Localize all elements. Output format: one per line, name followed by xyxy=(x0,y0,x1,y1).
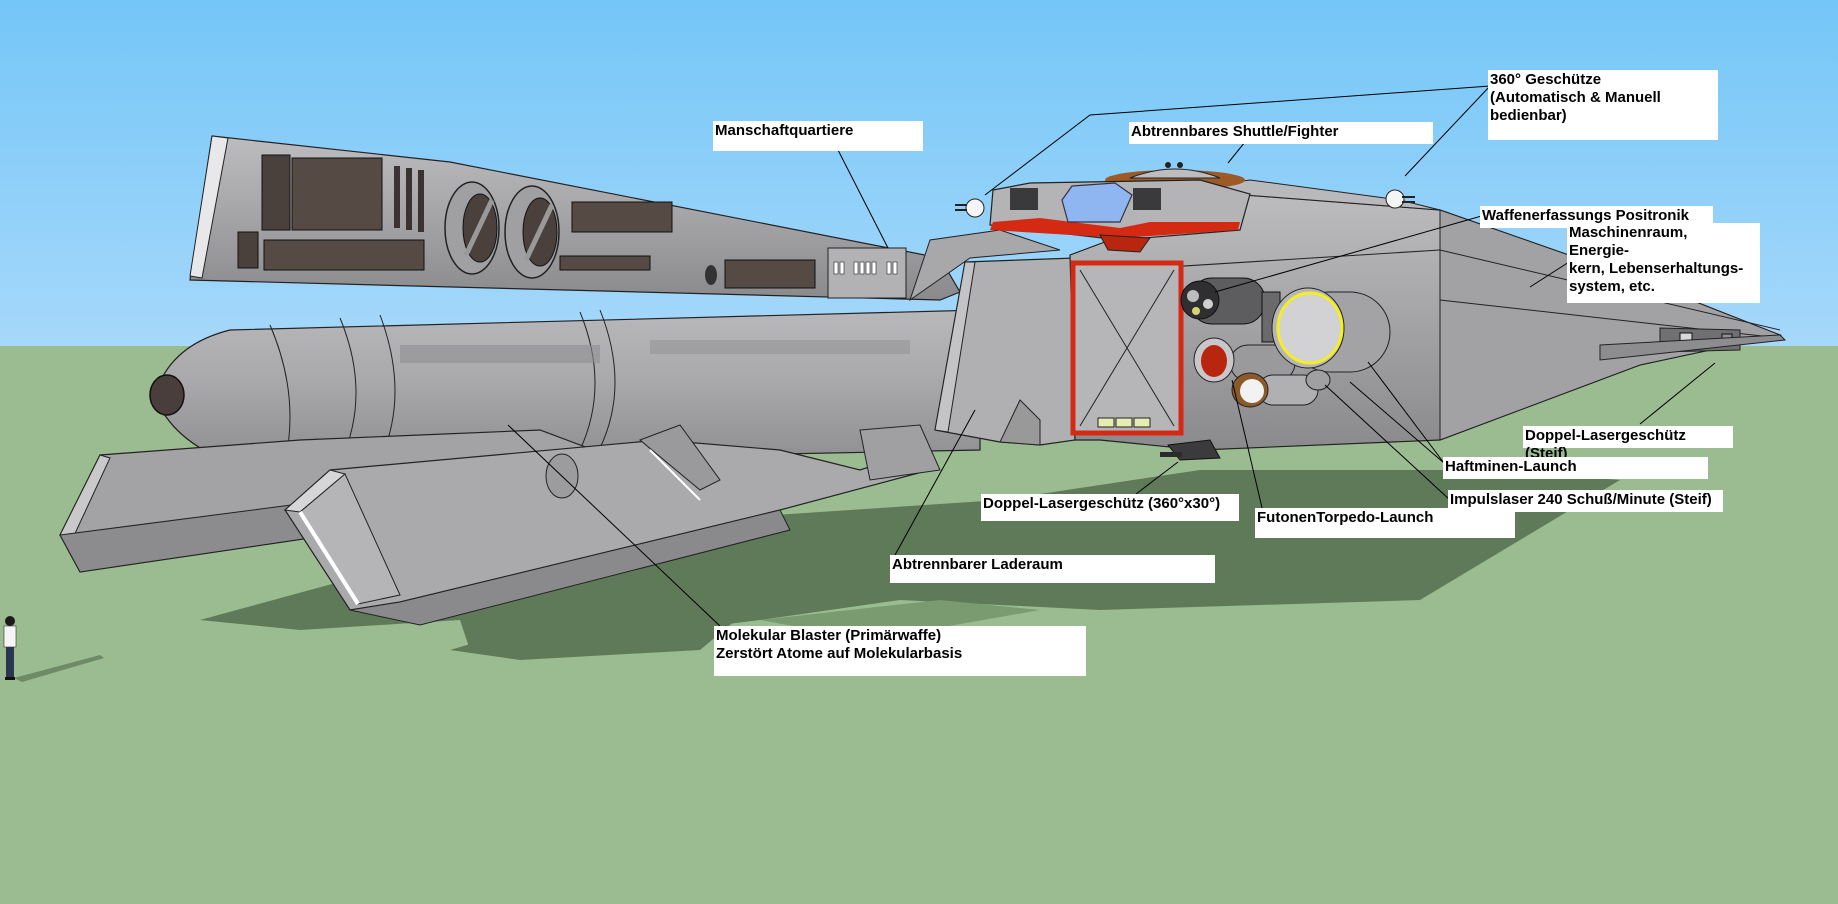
label-weapon-targeting: Waffenerfassungs Positronik xyxy=(1480,206,1713,228)
leader-haftminen xyxy=(1367,361,1445,464)
leader-laderaum xyxy=(894,409,976,556)
turret-left xyxy=(955,198,985,218)
cockpit-canopy xyxy=(1061,182,1133,223)
leader-geschuetze xyxy=(984,85,1491,196)
label-impulse-laser: Impulslaser 240 Schuß/Minute (Steif) xyxy=(1448,490,1723,512)
label-engine-room: Maschinenraum, Energie- kern, Lebenserha… xyxy=(1567,223,1760,303)
label-cargo-bay: Abtrennbarer Laderaum xyxy=(890,555,1215,583)
label-torpedo-launch: FutonenTorpedo-Launch xyxy=(1255,508,1515,538)
leader-haftminen-2 xyxy=(1349,381,1445,464)
leader-doppel-steif xyxy=(1639,362,1716,425)
shuttle-fighter xyxy=(989,162,1251,253)
leader-maschinenraum xyxy=(1529,261,1570,288)
leader-waffenerfassung xyxy=(1214,214,1486,293)
crew-quarters-spine xyxy=(189,135,961,301)
label-360-turrets: 360° Geschütze (Automatisch & Manuell be… xyxy=(1488,70,1718,140)
leader-mannschaft xyxy=(837,149,889,249)
turret-right xyxy=(1385,189,1415,209)
human-scale-figure xyxy=(3,616,104,682)
label-twin-laser-360: Doppel-Lasergeschütz (360°x30°) xyxy=(981,494,1239,521)
cargo-bay-pod xyxy=(283,424,941,626)
leader-impulslaser xyxy=(1324,384,1451,501)
leader-doppel-360 xyxy=(1135,461,1179,495)
label-twin-laser-fixed: Doppel-Lasergeschütz (Steif) xyxy=(1523,426,1733,462)
ventral-laser-turret xyxy=(1160,439,1221,461)
central-section xyxy=(909,229,1076,446)
cargo-door xyxy=(1070,260,1184,436)
leader-futonen xyxy=(1231,379,1264,513)
molecular-blaster-cylinder xyxy=(149,309,981,466)
leader-geschuetze-right xyxy=(1404,85,1491,177)
label-mine-launch: Haftminen-Launch xyxy=(1443,457,1708,479)
impulse-laser-emitter xyxy=(1305,369,1331,391)
positronik-cluster xyxy=(1180,280,1220,320)
label-molecular-blaster: Molekular Blaster (Primärwaffe) Zerstört… xyxy=(714,626,1086,676)
blaster-muzzle xyxy=(149,374,185,416)
leader-blaster xyxy=(507,424,721,627)
leader-lines xyxy=(507,85,1716,627)
label-shuttle-fighter: Abtrennbares Shuttle/Fighter xyxy=(1129,122,1433,144)
leader-shuttle xyxy=(1227,141,1246,164)
weapon-launchers xyxy=(1180,277,1391,408)
label-crew-quarters: Manschaftquartiere xyxy=(713,121,923,151)
